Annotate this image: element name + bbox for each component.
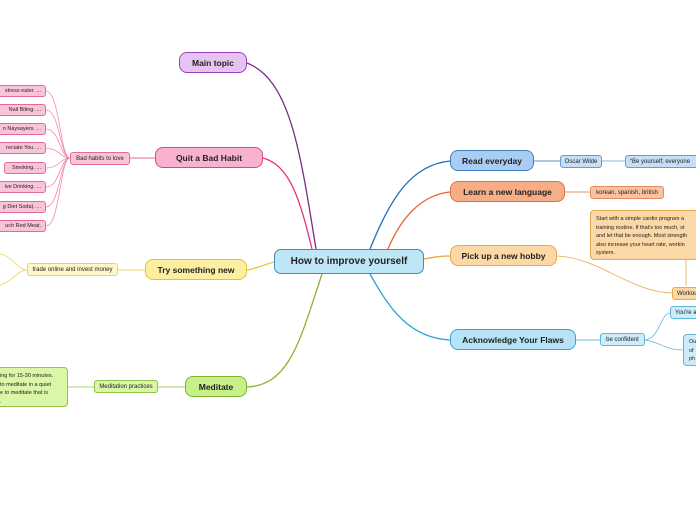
hobby-note[interactable]: Start with a simple cardio program a tra… [590,210,696,260]
link-language [387,191,451,250]
branch-meditate[interactable]: Meditate [185,376,247,397]
habit-leaf[interactable]: uch Red Meat. [0,220,46,232]
central-topic[interactable]: How to improve yourself [274,249,424,274]
habit-leaf[interactable]: n Naysayers. ... [0,123,46,135]
subtopic-languages[interactable]: korean, spanish, british [590,186,664,199]
branch-pick-hobby[interactable]: Pick up a new hobby [450,245,557,266]
habit-leaf[interactable]: Smoking. ... [4,162,46,174]
subtopic-meditation-practices[interactable]: Meditation practices [94,380,158,393]
subtopic-be-confident[interactable]: be confident [600,333,645,346]
subtopic-youre[interactable]: You're a [670,306,696,319]
subtopic-oscar-wilde[interactable]: Oscar Wilde [560,155,602,168]
habit-leaf[interactable]: Nail Biting. ... [0,104,46,116]
link-try-new [246,261,275,271]
link-read [369,160,451,250]
meditation-note[interactable]: ing for 15-30 minutes. to meditate in a … [0,367,68,407]
subtopic-workout[interactable]: Workou [672,287,696,300]
branch-quit-bad-habit[interactable]: Quit a Bad Habit [155,147,263,168]
subtopic-cut-note[interactable]: Ou of ph [683,334,696,366]
branch-acknowledge-flaws[interactable]: Acknowledge Your Flaws [450,329,576,350]
branch-learn-language[interactable]: Learn a new language [450,181,565,202]
link-quit-habit [262,157,313,250]
subtopic-bad-habits[interactable]: Bad habits to love [70,152,130,165]
habit-leaf[interactable]: g Diet Soda). ... [0,201,46,213]
subtopic-trade-online[interactable]: trade online and invest money [27,263,118,276]
link-main-topic [246,62,317,250]
branch-read-everyday[interactable]: Read everyday [450,150,534,171]
link-hobby [423,255,451,260]
habit-leaf[interactable]: stress eater. ... [0,85,46,97]
habit-leaf[interactable]: ive Drinking. ... [0,181,46,193]
subtopic-quote[interactable]: “Be yourself; everyone [625,155,696,168]
link-flaws [369,273,451,341]
link-meditate [246,273,323,388]
habit-leaf[interactable]: reciate You. ... [0,142,46,154]
branch-main-topic[interactable]: Main topic [179,52,247,73]
branch-try-something-new[interactable]: Try something new [145,259,247,280]
